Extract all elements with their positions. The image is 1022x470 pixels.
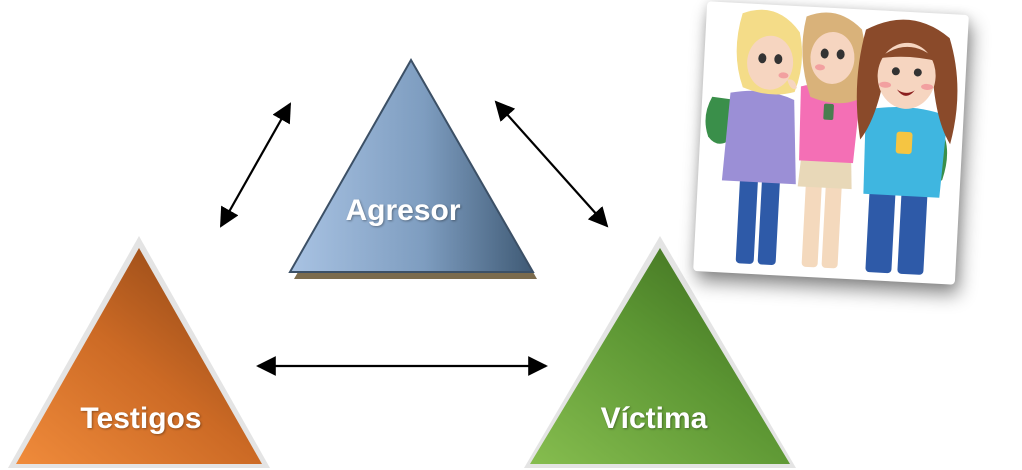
girl-middle-figure xyxy=(797,12,866,269)
girl-right-figure xyxy=(856,19,958,275)
victima-triangle xyxy=(524,236,796,468)
arrow-agresor-victima xyxy=(494,100,609,228)
testigos-triangle xyxy=(8,236,270,468)
girl-left-figure xyxy=(705,9,803,266)
arrow-agresor-testigos xyxy=(220,102,291,228)
testigos-label: Testigos xyxy=(80,402,202,435)
agresor-triangle xyxy=(288,57,537,279)
victima-label: Víctima xyxy=(600,402,708,435)
three-girls-illustration xyxy=(693,1,969,285)
agresor-label: Agresor xyxy=(345,194,461,227)
